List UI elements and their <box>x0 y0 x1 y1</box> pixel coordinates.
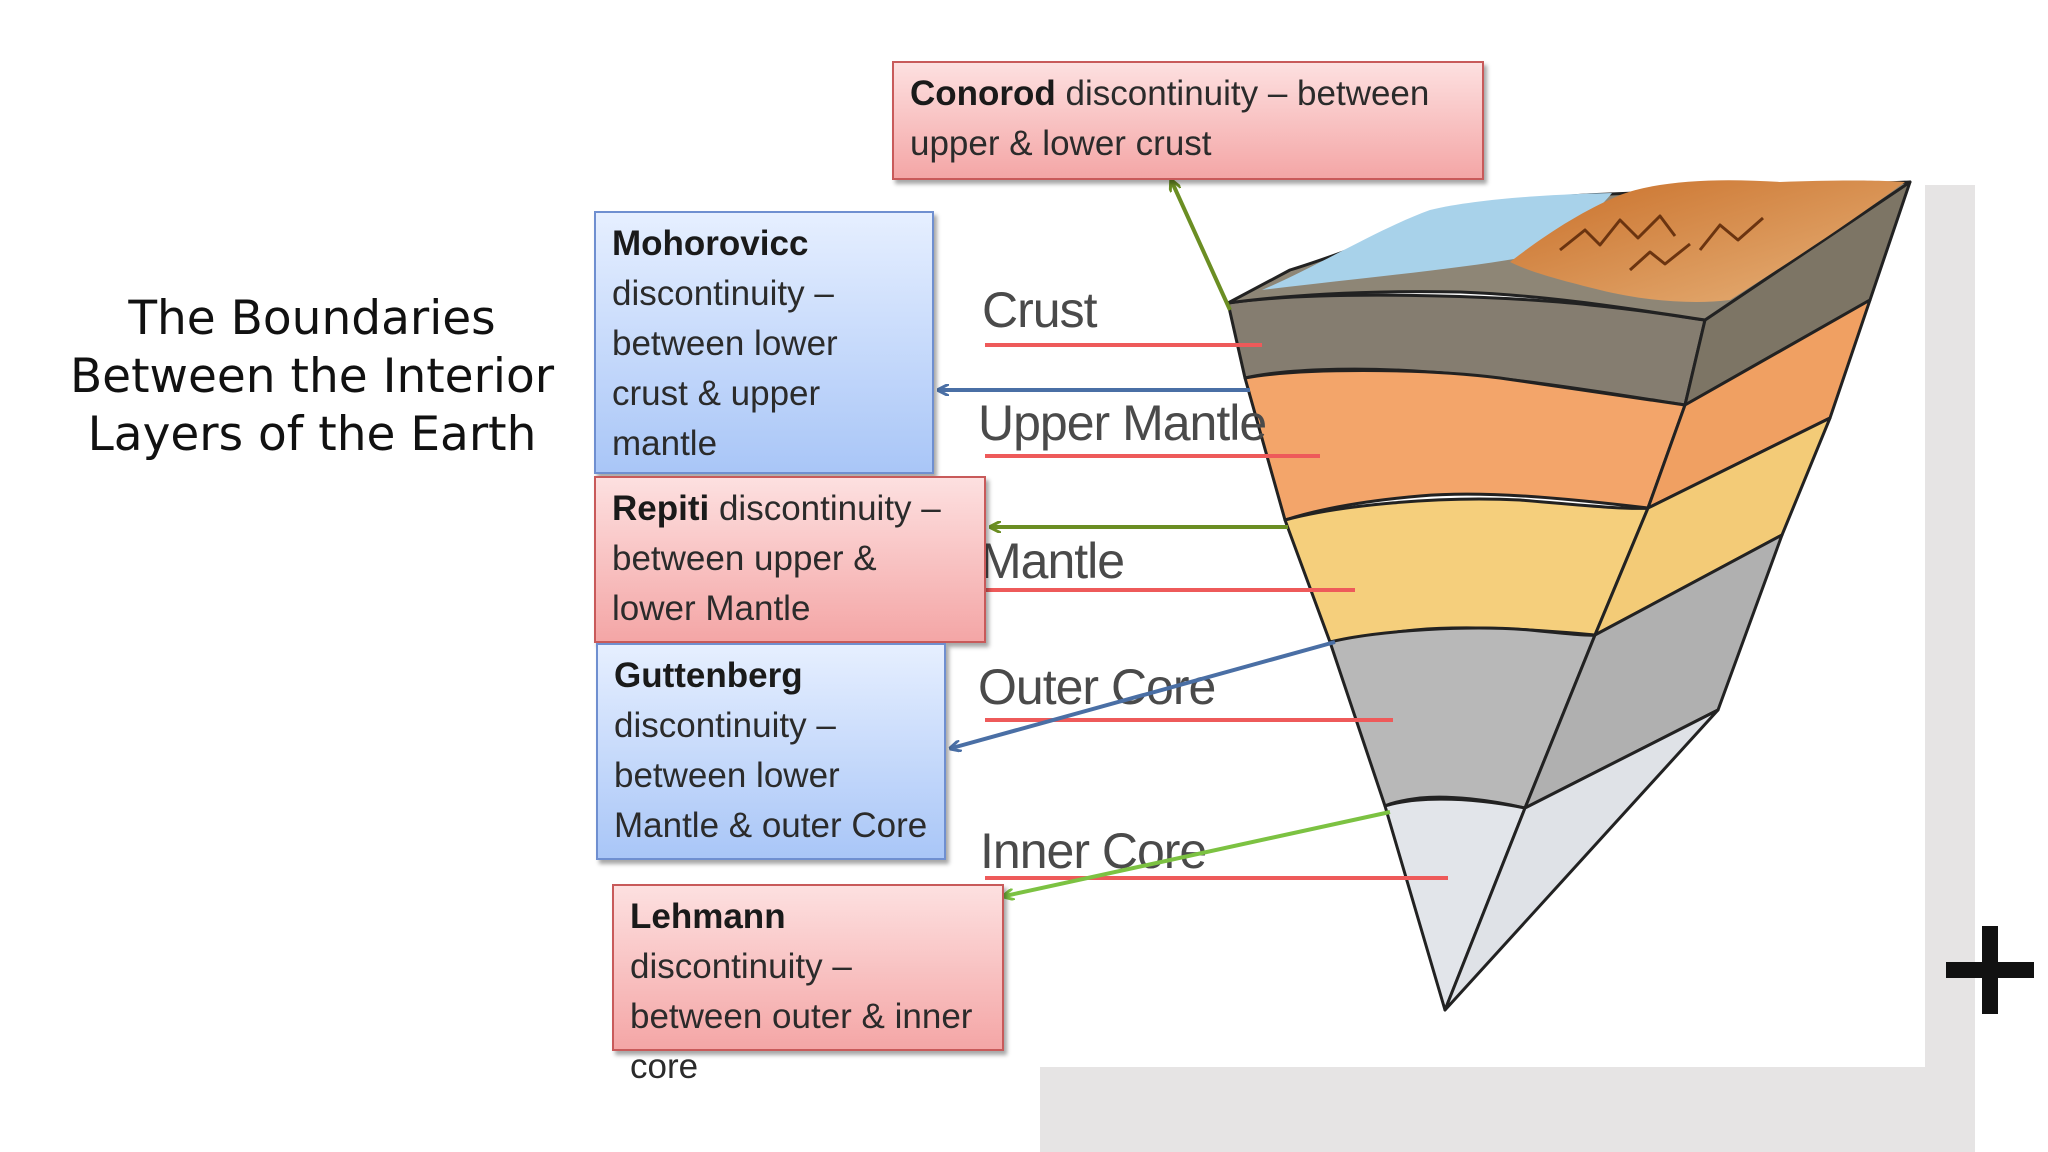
shadow-panel <box>1040 185 1975 1152</box>
plus-icon[interactable] <box>1940 920 2040 1020</box>
callout-lehmann: Lehmann discontinuity – between outer & … <box>612 884 1004 1086</box>
earth-cross-section <box>1226 180 1912 1012</box>
callout-conorod-name: Conorod <box>910 74 1056 113</box>
layer-label-inner-core: Inner Core <box>980 823 1206 879</box>
callout-mohorovicic: Mohorovicc discontinuity – between lower… <box>594 211 934 474</box>
layer-label-crust: Crust <box>982 282 1098 338</box>
callout-repiti-name: Repiti <box>612 489 710 528</box>
callout-mohorovicic-name: Mohorovicc <box>612 224 809 263</box>
layer-label-upper-mantle: Upper Mantle <box>978 395 1266 451</box>
arrow-lehmann <box>1005 810 1391 896</box>
callout-guttenberg-text: discontinuity – between lower Mantle & o… <box>614 706 928 845</box>
callout-lehmann-text: discontinuity – between outer & inner co… <box>630 947 973 1086</box>
page-title: The Boundaries Between the Interior Laye… <box>69 291 555 462</box>
discontinuity-arrows <box>940 182 1391 896</box>
callout-conorod-text: discontinuity – between upper & lower cr… <box>910 74 1430 163</box>
layer-label-mantle: Mantle <box>980 533 1124 589</box>
callout-conorod: Conorod discontinuity – between upper & … <box>892 61 1484 180</box>
callout-guttenberg: Guttenberg discontinuity – between lower… <box>596 643 946 860</box>
arrow-guttenberg <box>952 640 1336 748</box>
callout-mohorovicic-text: discontinuity – between lower crust & up… <box>612 274 838 463</box>
callout-lehmann-name: Lehmann <box>630 897 786 936</box>
arrow-conorod <box>1172 182 1232 311</box>
callout-repiti-text: discontinuity – between upper & lower Ma… <box>612 489 941 628</box>
callout-guttenberg-name: Guttenberg <box>614 656 803 695</box>
callout-repiti: Repiti discontinuity – between upper & l… <box>594 476 986 643</box>
